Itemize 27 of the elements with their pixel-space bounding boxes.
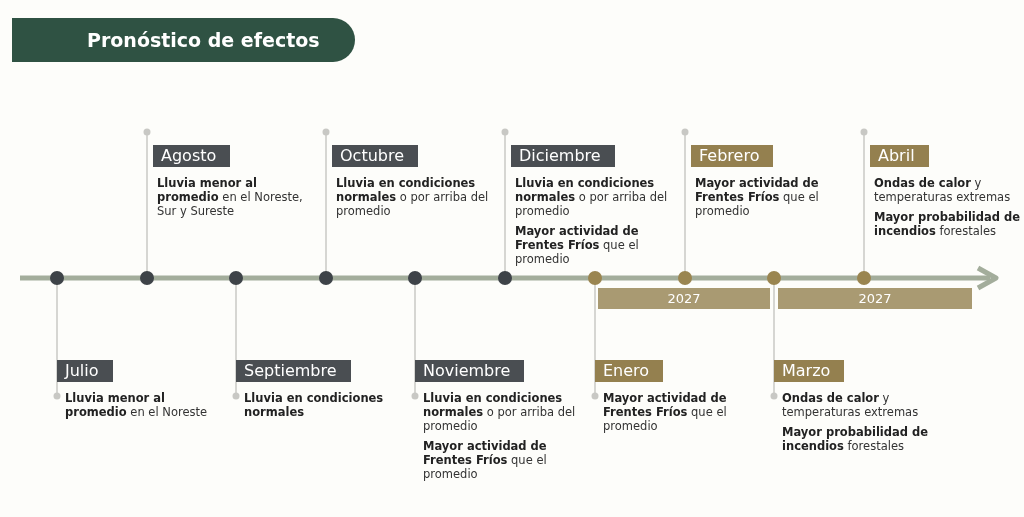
month-tag: Agosto (153, 145, 231, 167)
forecast-text: Mayor actividad de Frentes Fríos que el promedio (514, 224, 640, 266)
forecast-text: Mayor probabilidad de incendios forestales (873, 210, 1022, 238)
title-banner: Pronóstico de efectos (12, 18, 355, 62)
forecast-text: Lluvia en condiciones normales (243, 391, 385, 419)
forecast-text: Lluvia en condiciones normales o por arriba del promedio (514, 176, 669, 218)
month-tag: Enero (595, 360, 664, 382)
forecast-text: Mayor actividad de Frentes Fríos que el promedio (602, 391, 728, 433)
forecast-text: Lluvia menor al promedio en el Noreste, Sur y Sureste (156, 176, 304, 218)
month-tag: Julio (57, 360, 113, 382)
year-bar: 2027 (598, 288, 770, 309)
forecast-text: Ondas de calor y temperaturas extremas (781, 391, 920, 419)
forecast-text: Mayor actividad de Frentes Fríos que el promedio (422, 439, 548, 481)
forecast-text: Lluvia en condiciones normales o por arriba del promedio (335, 176, 490, 218)
month-tag: Septiembre (236, 360, 351, 382)
forecast-text: Mayor probabilidad de incendios forestales (781, 425, 930, 453)
forecast-text: Lluvia en condiciones normales o por arriba del promedio (422, 391, 577, 433)
month-tag: Marzo (774, 360, 845, 382)
year-bar: 2027 (778, 288, 972, 309)
month-tag: Abril (870, 145, 929, 167)
forecast-text: Mayor actividad de Frentes Fríos que el promedio (694, 176, 820, 218)
forecast-text: Lluvia menor al promedio en el Noreste (64, 391, 209, 419)
month-tag: Noviembre (415, 360, 525, 382)
month-tag: Febrero (691, 145, 774, 167)
month-tag: Diciembre (511, 145, 615, 167)
month-tag: Octubre (332, 145, 419, 167)
forecast-text: Ondas de calor y temperaturas extremas (873, 176, 1012, 204)
